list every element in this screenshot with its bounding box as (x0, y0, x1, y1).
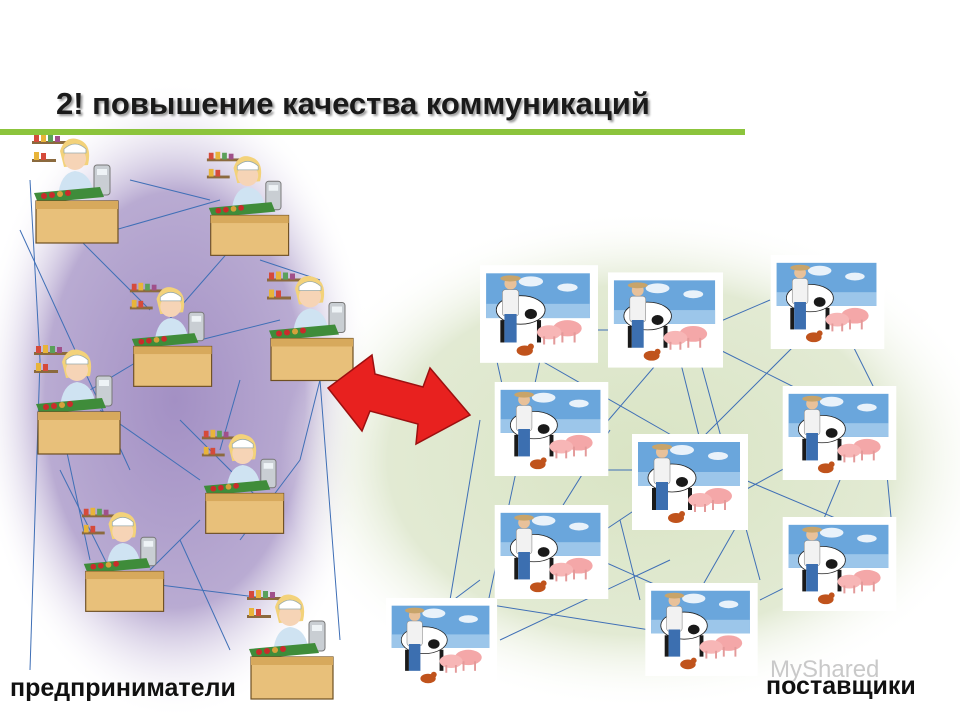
supplier-node (494, 505, 609, 599)
supplier-node (770, 255, 885, 349)
supplier-node (480, 265, 598, 363)
entrepreneurs-label: предприниматели (10, 674, 236, 702)
supplier-node (782, 517, 897, 611)
title-underline (0, 129, 745, 135)
watermark: MyShared (770, 656, 880, 683)
supplier-node (385, 598, 498, 690)
supplier-node (645, 583, 758, 676)
bidirectional-arrow (326, 353, 472, 446)
slide-title: 2! повышение качества коммуникаций (56, 86, 650, 121)
suppliers-label: поставщики (766, 672, 916, 700)
supplier-node (608, 272, 723, 368)
supplier-node (494, 382, 609, 476)
supplier-node (632, 434, 748, 530)
supplier-node (782, 386, 897, 480)
